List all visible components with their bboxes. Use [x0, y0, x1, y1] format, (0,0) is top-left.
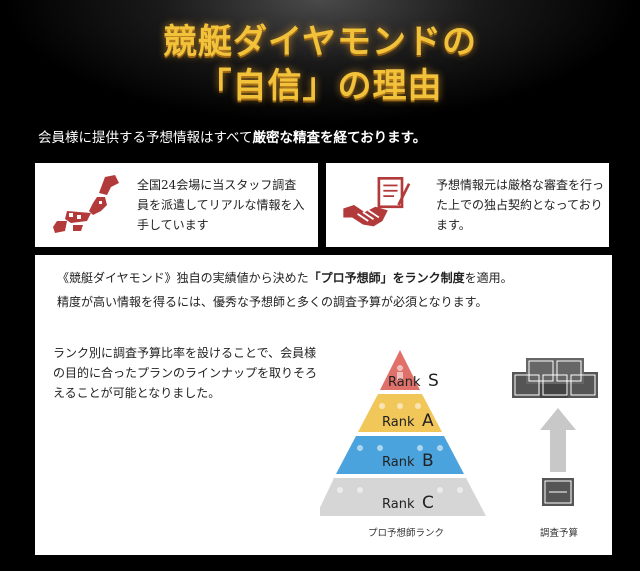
contract-handshake-icon — [343, 177, 411, 227]
rank-panel: 《競艇ダイヤモンド》独自の実績値から決めた「プロ予想師」をランク制度を適用。 精… — [35, 255, 612, 555]
intro-middle: を経ております。 — [320, 130, 427, 146]
rank-b-word: Rank — [382, 455, 415, 470]
panel-line-2: 精度が高い情報を得るには、優秀な予想師と多くの調査予算が必須となります。 — [57, 295, 488, 309]
panel-line-1-a: 《競艇ダイヤモンド》独自の実績値から決めた — [57, 271, 309, 285]
up-arrow-icon — [540, 408, 576, 472]
feature-card-text: 予想情報元は厳格な審査を行った上での独占契約となっております。 — [436, 178, 605, 232]
hero-title-line1: 競艇ダイヤモンドの — [163, 22, 477, 62]
people-icons — [337, 365, 463, 493]
rank-s-letter: S — [428, 371, 439, 391]
rank-b-tier — [336, 436, 464, 474]
feature-card-contract: 予想情報元は厳格な審査を行った上での独占契約となっております。 — [326, 163, 609, 247]
panel-line-1-b: 「プロ予想師」をランク制度 — [308, 271, 465, 285]
rank-diagram: Rank S Rank A Rank B Rank C プロ予想師ランク 調査予… — [320, 350, 598, 539]
panel-line-1: 《競艇ダイヤモンド》独自の実績値から決めた「プロ予想師」をランク制度を適用。 — [57, 269, 513, 286]
budget-caption: 調査予算 — [540, 527, 578, 539]
feature-card-text: 全国24会場に当スタッフ調査員を派遣してリアルな情報を入手しています — [137, 178, 305, 232]
rank-a-tier — [358, 394, 442, 432]
japan-map-icon — [53, 175, 119, 233]
panel-side-text: ランク別に調査予算比率を設けることで、会員様の目的に合ったプランのラインナップを… — [53, 346, 318, 400]
money-stack-large-icon — [512, 358, 598, 398]
hero-title-line2: 「自信」の理由 — [197, 66, 443, 106]
intro-before: 会員様に提供する予想情報はすべて — [38, 130, 253, 146]
panel-line-1-c: を適用。 — [464, 271, 513, 285]
rank-a-letter: A — [422, 411, 434, 431]
rank-a-word: Rank — [382, 415, 415, 430]
feature-card-survey: 全国24会場に当スタッフ調査員を派遣してリアルな情報を入手しています — [35, 163, 318, 247]
rank-c-word: Rank — [382, 497, 415, 512]
hero-banner: 競艇ダイヤモンドの 「自信」の理由 — [0, 0, 640, 125]
rank-c-letter: C — [422, 493, 434, 513]
rank-b-letter: B — [422, 451, 434, 471]
money-stack-small-icon — [542, 478, 574, 506]
rank-s-word: Rank — [388, 375, 421, 390]
pyramid-caption: プロ予想師ランク — [368, 527, 444, 539]
intro-emphasis: 厳密な精査 — [252, 130, 321, 146]
intro-text: 会員様に提供する予想情報はすべて厳密な精査を経ております。 — [38, 126, 618, 146]
